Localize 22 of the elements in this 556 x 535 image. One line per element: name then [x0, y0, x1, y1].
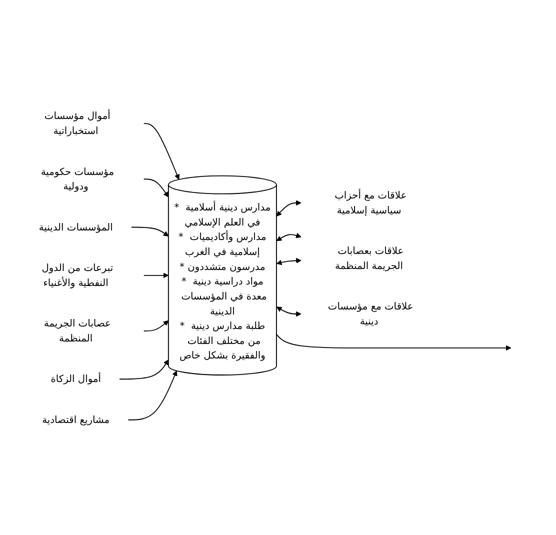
- arrow: [119, 359, 169, 380]
- node-text: مشاريع اقتصادية: [42, 413, 110, 425]
- node-text: علاقات مع أحزاب سياسية إسلامية: [334, 188, 407, 216]
- arrow: [276, 257, 302, 265]
- node-text: أموال الزكاة: [50, 372, 101, 384]
- node-text: المؤسسات الدينية: [38, 220, 113, 232]
- node-text: تبرعات من الدول النفطية والأغنياء: [42, 261, 114, 288]
- node-text: علاقات مع مؤسسات دينية: [328, 300, 414, 326]
- arrow: [276, 306, 302, 316]
- arrow: [276, 333, 512, 350]
- arrow: [130, 226, 169, 236]
- node-text: مؤسسات حكومية ودولية: [40, 165, 114, 192]
- arrow: [143, 122, 180, 180]
- arrow: [276, 200, 302, 216]
- arrow: [128, 370, 178, 420]
- node-text: عصابات الجريمة المنظمة: [44, 316, 111, 344]
- arrow: [276, 232, 302, 241]
- arrow: [143, 320, 169, 331]
- arrow: [143, 272, 169, 278]
- node-text: أموال مؤسسات استخباراتية: [44, 109, 110, 136]
- node-text: علاقات بعصابات الجريمة المنظمة: [335, 244, 404, 271]
- arrow: [143, 178, 169, 197]
